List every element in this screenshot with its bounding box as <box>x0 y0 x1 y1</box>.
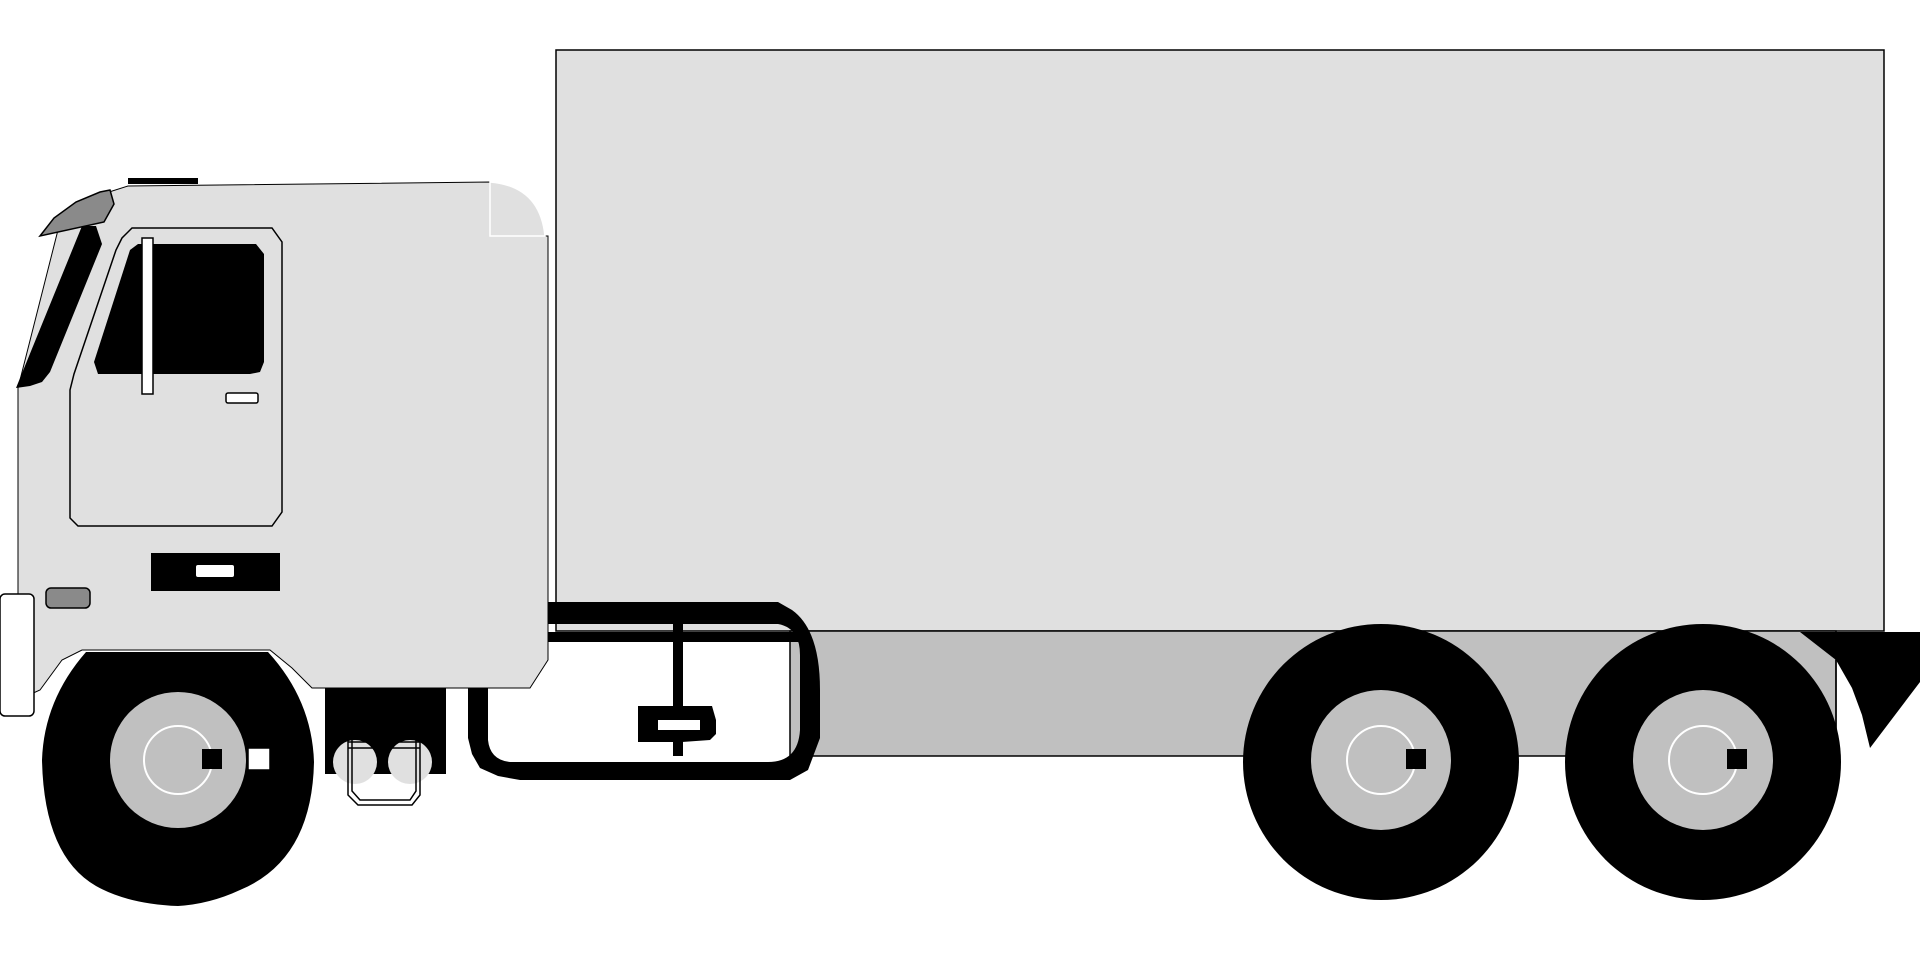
rear-wheel-icon <box>1565 624 1841 900</box>
front-bumper <box>0 593 35 717</box>
cargo-box <box>555 49 1885 632</box>
tank-strap-vertical <box>673 622 683 756</box>
rear-mudflap <box>1800 632 1920 748</box>
rear-wheel-icon <box>1243 624 1519 900</box>
cab-body <box>17 181 549 701</box>
fuel-tank-icon <box>468 602 820 780</box>
under-cab-drum-right <box>388 740 432 784</box>
roof-fairing <box>489 181 546 237</box>
under-cab-drum-left <box>333 740 377 784</box>
door-latch <box>225 392 259 404</box>
headlight <box>45 587 91 609</box>
roof-light-bar <box>128 178 198 184</box>
front-axle-marker <box>247 747 271 771</box>
cab-side-panel-slot <box>196 565 234 577</box>
door-window <box>94 244 264 374</box>
tank-filler-slot <box>658 720 700 730</box>
side-mirror-icon <box>38 189 115 238</box>
cab-door <box>69 227 283 527</box>
windshield <box>16 226 102 388</box>
step-ladder <box>347 688 421 806</box>
grab-handle <box>141 237 154 395</box>
front-wheel-icon <box>42 652 314 906</box>
